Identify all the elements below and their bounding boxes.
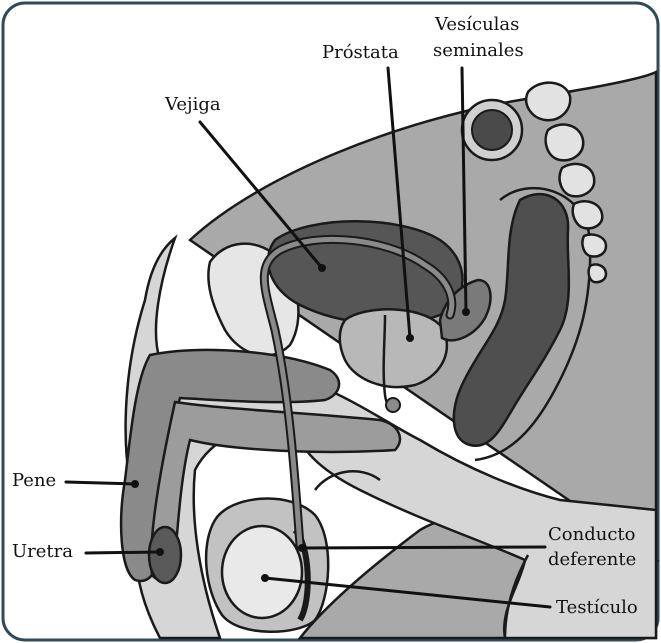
- glans: [149, 527, 181, 583]
- label-conducto-1: Conducto: [548, 524, 635, 545]
- label-conducto-2: deferente: [548, 549, 636, 570]
- testicle: [222, 526, 302, 618]
- point-testiculo: [261, 574, 269, 582]
- label-prostata: Próstata: [322, 42, 399, 63]
- point-vejiga: [318, 264, 326, 272]
- point-uretra: [156, 548, 164, 556]
- label-pene: Pene: [12, 470, 56, 491]
- label-testiculo: Testículo: [556, 597, 638, 618]
- point-prostata: [406, 334, 414, 342]
- point-conducto: [298, 544, 306, 552]
- leader-conducto: [302, 547, 545, 548]
- point-pene: [131, 480, 139, 488]
- label-vesiculas-2: seminales: [433, 40, 524, 61]
- point-vesiculas: [462, 308, 470, 316]
- leader-pene: [66, 482, 135, 484]
- label-vejiga: Vejiga: [164, 94, 221, 115]
- label-vesiculas-1: Vesículas: [434, 14, 519, 35]
- label-uretra: Uretra: [12, 541, 73, 562]
- leader-uretra: [86, 552, 160, 553]
